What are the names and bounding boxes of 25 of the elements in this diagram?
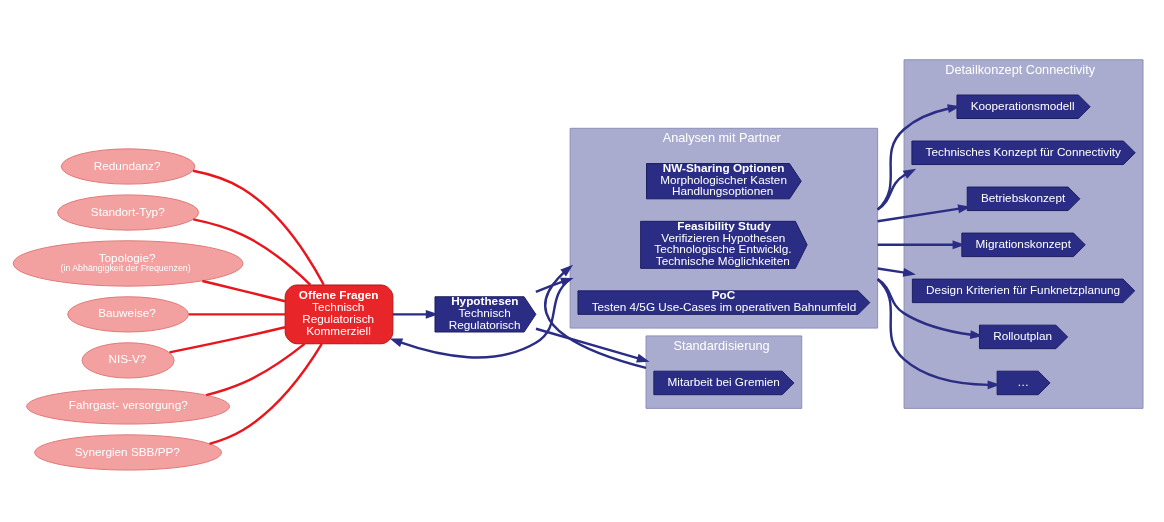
connector <box>192 169 325 286</box>
node-ellipse: Synergien SBB/PP? <box>34 434 222 471</box>
arrow <box>877 267 916 277</box>
arrow <box>877 204 971 223</box>
connector <box>205 342 306 397</box>
connector <box>193 218 312 286</box>
arrow <box>877 240 966 250</box>
arrow <box>389 278 571 359</box>
node-ellipse: Fahrgast- versorgung? <box>26 388 230 425</box>
node-ellipse: Topologie? (in Abhängigkeit der Frequenzen) <box>12 240 244 287</box>
arrow <box>876 104 961 211</box>
arrow <box>544 264 647 370</box>
connector <box>209 343 323 445</box>
connector <box>188 313 286 316</box>
arrow <box>392 309 439 319</box>
arrow <box>876 168 917 211</box>
node-box: Offene Fragen Technisch Regulatorisch Kommerziell <box>284 284 394 345</box>
node-ellipse: Bauweise? <box>67 296 189 333</box>
node-ellipse: Standort-Typ? <box>57 194 200 231</box>
arrow <box>876 278 1001 390</box>
arrow <box>535 327 650 363</box>
node-ellipse: NIS-V? <box>81 342 175 379</box>
node-ellipse: Redundanz? <box>60 148 196 185</box>
connector <box>169 326 286 354</box>
connector <box>202 279 286 303</box>
